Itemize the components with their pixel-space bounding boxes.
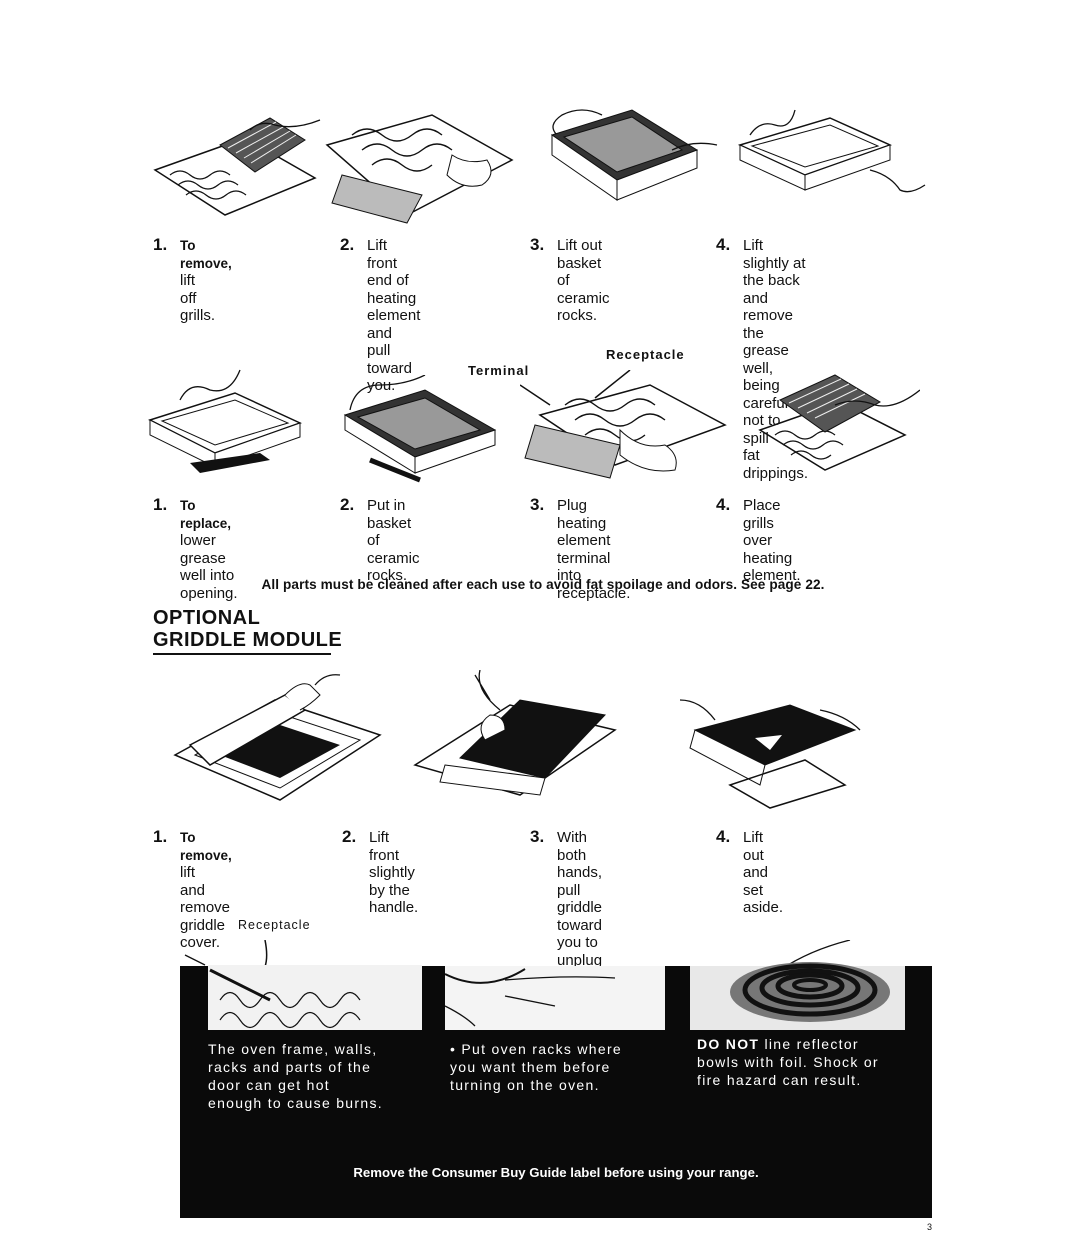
step-text: Lift front slightly by the handle.	[369, 829, 419, 916]
reflector-warning-text: line reflector bowls with foil. Shock or…	[697, 1036, 879, 1088]
step-number: 4.	[716, 495, 731, 514]
illustration-lift-heating-element	[312, 105, 522, 230]
step-text: lift and remove griddle cover.	[180, 864, 231, 951]
page-number: 3	[927, 1222, 933, 1232]
warning-reflector-bowls: DO NOT line reflector bowls with foil. S…	[697, 1035, 879, 1089]
step-number: 2.	[342, 827, 357, 846]
step-text: Place grills over heating element.	[743, 497, 801, 584]
heading-underline	[153, 653, 331, 655]
step-text: lift off grills.	[180, 272, 216, 324]
consumer-buy-guide-notice: Remove the Consumer Buy Guide label befo…	[353, 1165, 759, 1180]
step-number: 4.	[716, 827, 731, 846]
illustration-pull-griddle	[670, 690, 870, 810]
step-text: Lift slightly at the back and remove the…	[743, 237, 809, 482]
illustration-lift-basket	[522, 90, 722, 215]
illustration-put-in-basket	[330, 375, 520, 485]
cleaning-notice: All parts must be cleaned after each use…	[261, 577, 825, 592]
step-number: 1.	[153, 235, 168, 254]
illustration-reflector-bowl	[690, 940, 932, 1030]
step-lead: To remove,	[180, 238, 232, 271]
do-not-label: DO NOT	[697, 1036, 760, 1052]
illustration-plug-heating-element	[520, 370, 740, 485]
step-lead: To replace,	[180, 498, 232, 531]
terminal-callout: Terminal	[468, 363, 530, 378]
heading-line-1: OPTIONAL	[153, 607, 261, 629]
illustration-oven-racks	[445, 966, 665, 1030]
step-number: 4.	[716, 235, 731, 254]
warning-oven-racks: • Put oven racks where you want them bef…	[450, 1041, 623, 1093]
step-text: Put in basket of ceramic rocks.	[367, 497, 420, 584]
step-number: 3.	[530, 827, 545, 846]
step-number: 1.	[153, 827, 168, 846]
illustration-lift-grease-well	[720, 90, 930, 215]
step-number: 3.	[530, 495, 545, 514]
step-number: 2.	[340, 235, 355, 254]
illustration-lower-grease-well	[140, 365, 315, 480]
step-number: 1.	[153, 495, 168, 514]
heading-line-2: GRIDDLE MODULE	[153, 629, 343, 651]
illustration-hot-oven-frame	[180, 940, 422, 1030]
griddle-receptacle-callout: Receptacle	[238, 918, 311, 932]
section-heading: OPTIONAL GRIDDLE MODULE	[153, 607, 343, 655]
step-text: Lift front end of heating element and pu…	[367, 237, 421, 394]
step-number: 3.	[530, 235, 545, 254]
step-text: lower grease well into opening.	[180, 532, 238, 602]
step-lead: To remove,	[180, 830, 232, 863]
illustration-remove-griddle-cover	[165, 670, 390, 810]
step-text: Lift out and set aside.	[743, 829, 784, 916]
step-number: 2.	[340, 495, 355, 514]
step-text: Lift out basket of ceramic rocks.	[557, 237, 610, 324]
illustration-place-grills	[755, 370, 920, 480]
receptacle-callout: Receptacle	[606, 347, 685, 362]
step-text: With both hands, pull griddle toward you…	[557, 829, 603, 986]
warning-hot-surfaces: The oven frame, walls, racks and parts o…	[208, 1041, 383, 1111]
step-text: Plug heating element terminal into recep…	[557, 497, 631, 602]
illustration-lift-off-grills	[150, 110, 325, 220]
illustration-lift-griddle-front	[400, 670, 625, 810]
